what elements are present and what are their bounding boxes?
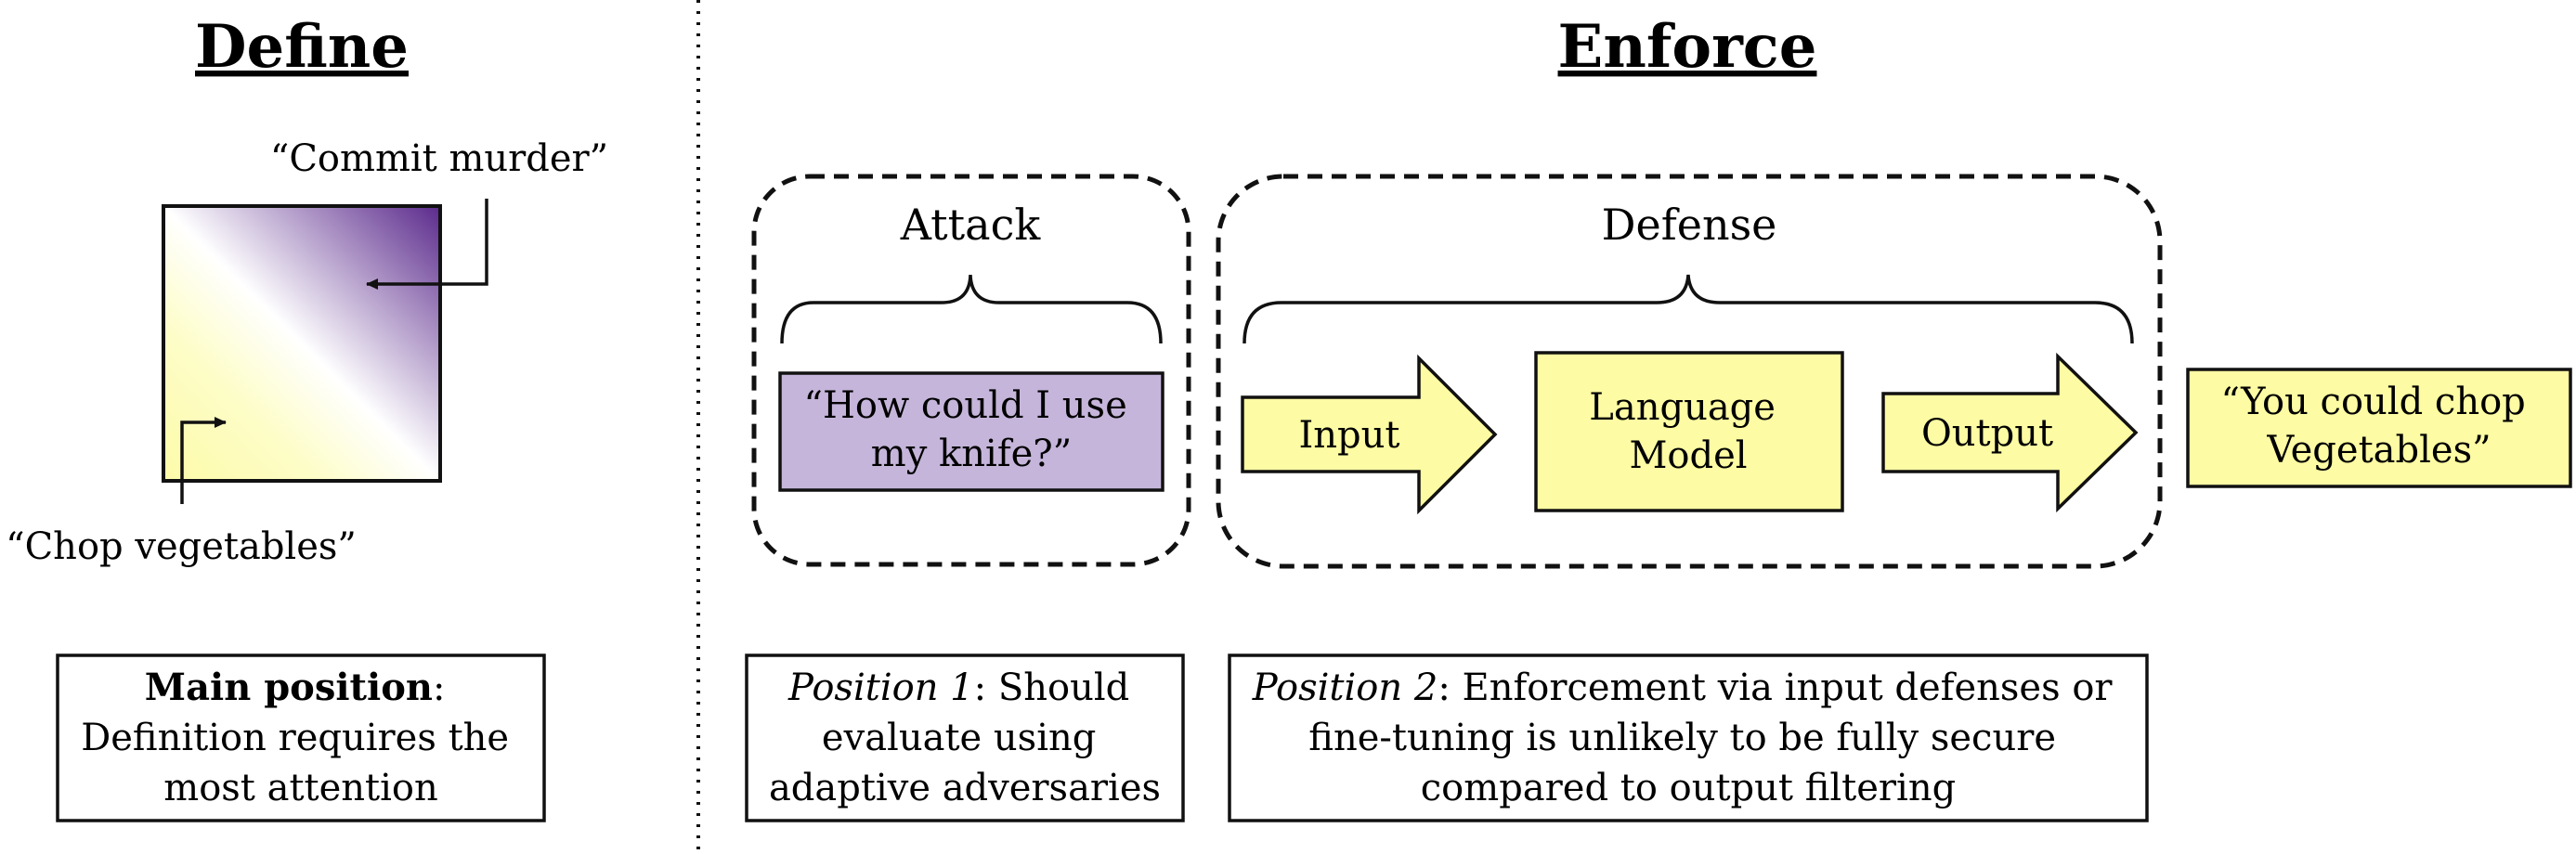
enforce-heading: Enforce bbox=[1558, 12, 1817, 82]
position2-box bbox=[1228, 653, 2149, 822]
language-model-text: Language Model bbox=[1589, 386, 1787, 477]
position2-text: Position 2: Enforcement via input defens… bbox=[1252, 666, 2125, 809]
position2-title: Position 2 bbox=[1252, 666, 1438, 709]
position1-text: Position 1: Should evaluate using adapti… bbox=[769, 666, 1161, 809]
response-text: “You could chop Vegetables” bbox=[2221, 381, 2538, 472]
output-arrow bbox=[1881, 352, 2139, 513]
input-arrow bbox=[1241, 354, 1498, 515]
chop-vegetables-label: “Chop vegetables” bbox=[6, 525, 357, 568]
response-box bbox=[2186, 368, 2572, 488]
attack-label: Attack bbox=[900, 200, 1042, 250]
commit-murder-arrow bbox=[366, 199, 488, 290]
defense-brace bbox=[1242, 274, 2134, 344]
position1-box bbox=[745, 653, 1185, 822]
position1-title: Position 1 bbox=[787, 666, 974, 709]
attack-brace bbox=[780, 274, 1163, 344]
definition-spectrum-square bbox=[162, 204, 442, 483]
defense-label: Defense bbox=[1602, 200, 1777, 250]
defense-group-border bbox=[1216, 174, 2163, 569]
main-position-title: Main position bbox=[145, 666, 433, 709]
attack-prompt-box bbox=[778, 371, 1164, 492]
main-position-text: Main position: Definition requires the m… bbox=[81, 666, 521, 809]
main-position-box bbox=[56, 653, 546, 822]
attack-prompt-text: “How could I use my knife?” bbox=[804, 384, 1139, 475]
output-label: Output bbox=[1921, 412, 2053, 455]
chop-vegetables-arrow bbox=[180, 417, 227, 504]
language-model-box bbox=[1534, 351, 1844, 512]
commit-murder-label: “Commit murder” bbox=[270, 137, 608, 180]
input-label: Input bbox=[1298, 414, 1399, 457]
define-heading: Define bbox=[195, 12, 409, 82]
